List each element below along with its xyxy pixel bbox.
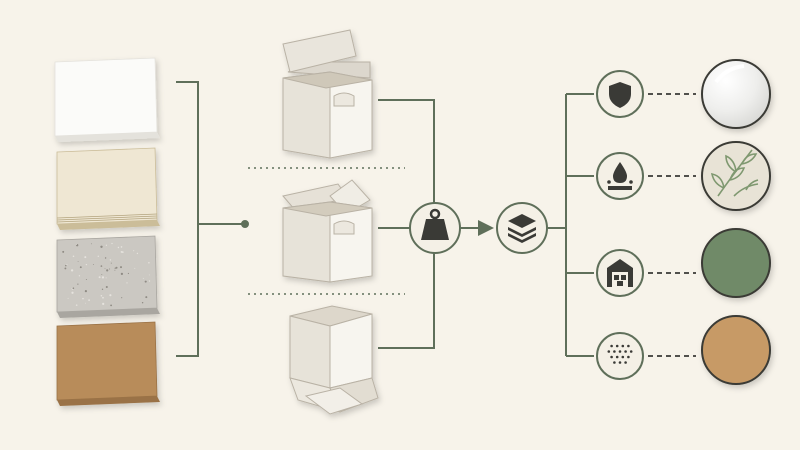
- texture-dot: [613, 350, 616, 353]
- texture-dot: [627, 344, 630, 348]
- texture-dot: [629, 350, 633, 353]
- box-separators: [248, 167, 405, 295]
- water-resistance-icon: [607, 162, 633, 190]
- shield-icon: [609, 82, 631, 108]
- texture-dot: [618, 361, 622, 364]
- layers-icon: [508, 214, 536, 243]
- material-samples: [54, 57, 160, 406]
- sage-green-swatch: [701, 228, 771, 298]
- layers-node: [496, 202, 548, 254]
- natural-kraft-swatch: [701, 315, 771, 385]
- junction-dot: [241, 220, 249, 228]
- texture-dot: [624, 361, 627, 364]
- finish-bracket: [548, 93, 594, 357]
- dot-texture-icon: [607, 344, 633, 364]
- botanical-print-swatch: [701, 141, 771, 211]
- texture-dot: [621, 344, 625, 348]
- crash-lock-bottom-box: [289, 305, 379, 415]
- texture-dot: [624, 350, 627, 353]
- process-nodes: [409, 202, 548, 254]
- texture-dot: [610, 344, 613, 348]
- warehouse-node: [596, 249, 644, 297]
- texture-dot: [613, 361, 616, 364]
- texture-dot: [627, 355, 630, 359]
- kraft-board: [56, 321, 160, 406]
- weight-icon: [421, 208, 449, 240]
- texture-dot: [615, 355, 619, 359]
- gloss-white-swatch: [701, 59, 771, 129]
- white-board: [54, 57, 160, 142]
- texture-dot: [610, 355, 613, 359]
- box-styles: [282, 29, 379, 415]
- texture-dot: [621, 355, 625, 359]
- grey-chipboard: [56, 235, 160, 318]
- cream-corrugated-board: [56, 147, 160, 230]
- texture-dot: [618, 350, 622, 353]
- leaf-pattern: [710, 149, 759, 197]
- finish-icon-nodes: [596, 70, 644, 380]
- texture-dot: [607, 350, 611, 353]
- dot-texture-node: [596, 332, 644, 380]
- finish-dashes: [648, 93, 696, 357]
- finish-swatches: [701, 59, 771, 385]
- shield-node: [596, 70, 644, 118]
- water-resistance-node: [596, 152, 644, 200]
- texture-dot: [615, 344, 619, 348]
- materials-bracket: [176, 81, 199, 357]
- tuck-end-box: [282, 29, 373, 159]
- reverse-tuck-box: [282, 179, 373, 283]
- warehouse-icon: [607, 259, 633, 287]
- weight-node: [409, 202, 461, 254]
